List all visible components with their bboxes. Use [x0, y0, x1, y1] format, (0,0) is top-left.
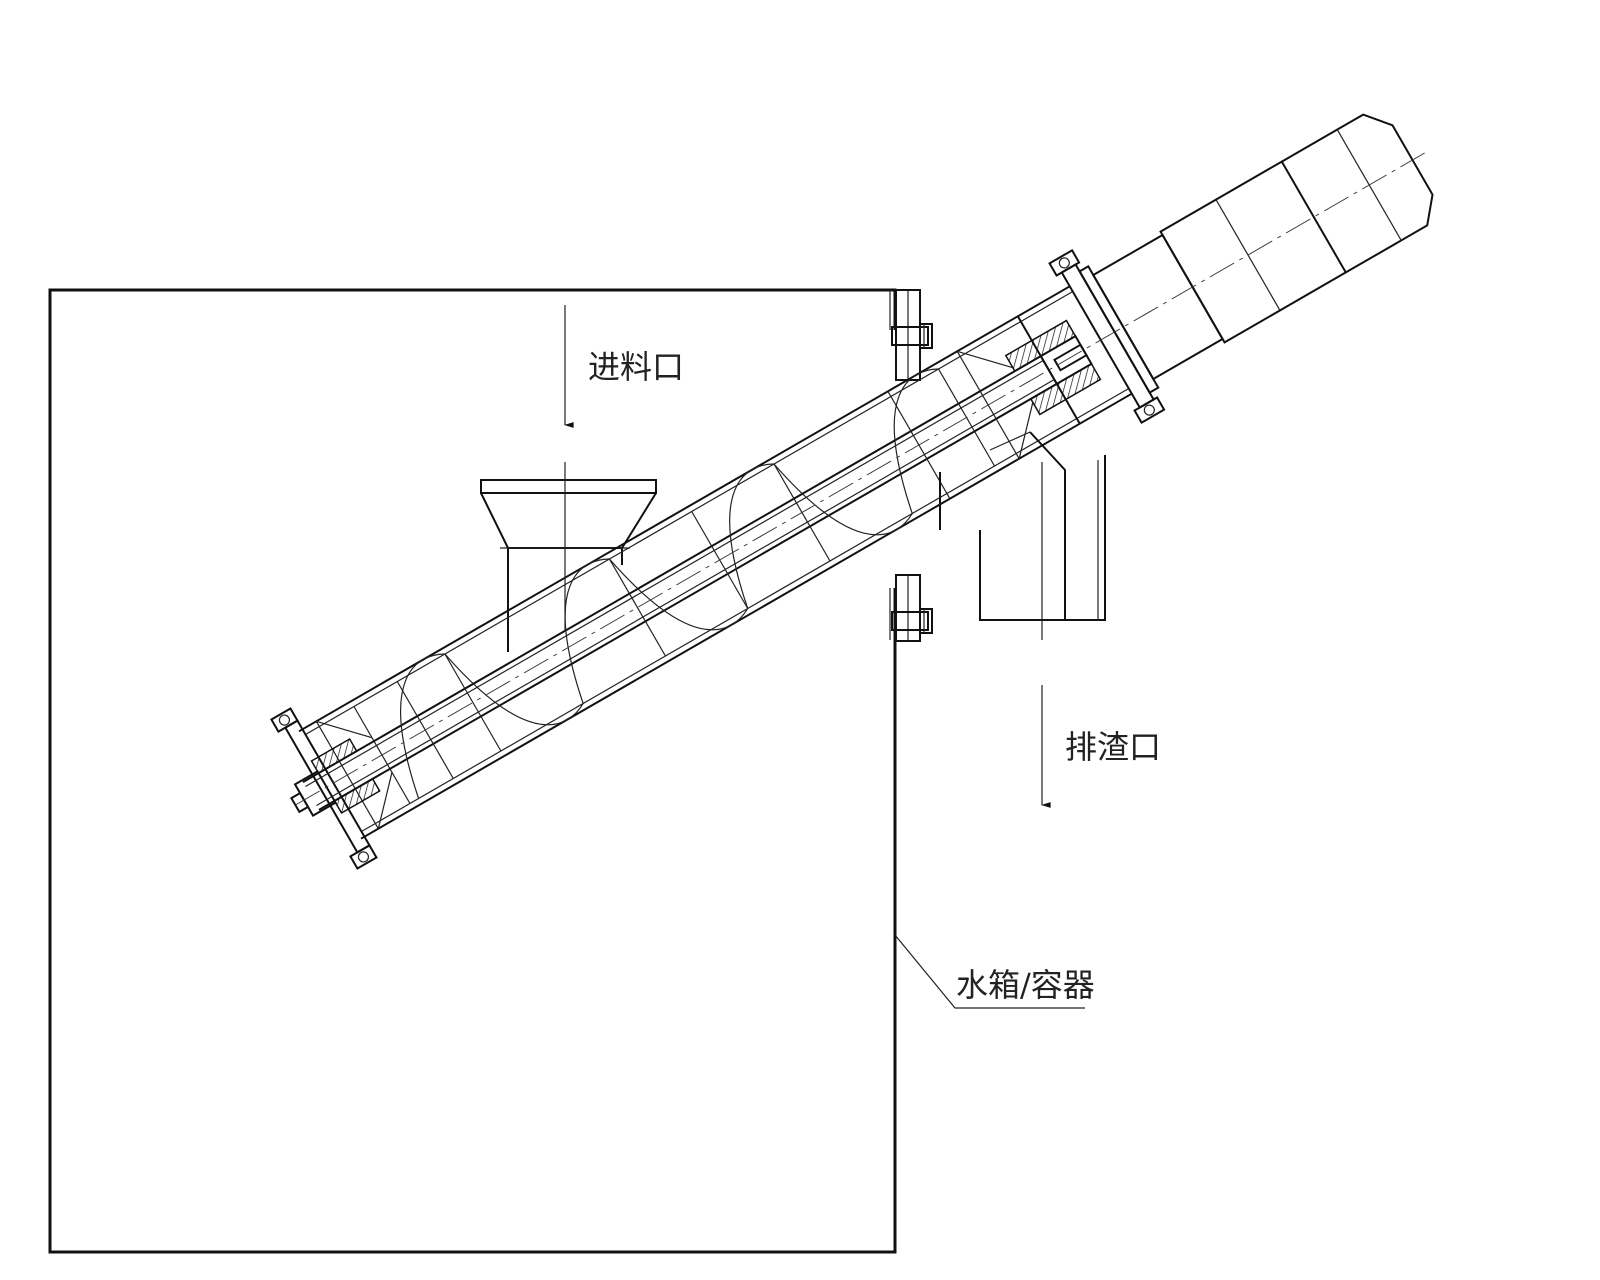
screw-conveyor	[270, 113, 1434, 870]
conveyor-centerline	[295, 149, 1431, 806]
tank-label: 水箱/容器	[956, 966, 1095, 1004]
inlet-label: 进料口	[588, 348, 684, 386]
screw-shaft	[302, 355, 1058, 811]
discharge-chute	[939, 431, 1106, 621]
conveyor-tube	[283, 285, 1133, 854]
left-flange-bolts	[270, 707, 378, 870]
tank-callout: 水箱/容器	[894, 934, 1095, 1009]
feed-hopper	[480, 479, 657, 652]
slag-outlet-label: 排渣口	[1065, 728, 1161, 766]
water-tank	[48, 288, 897, 1254]
wall-flange-lower	[891, 574, 933, 642]
wall-flange-upper	[891, 289, 933, 381]
